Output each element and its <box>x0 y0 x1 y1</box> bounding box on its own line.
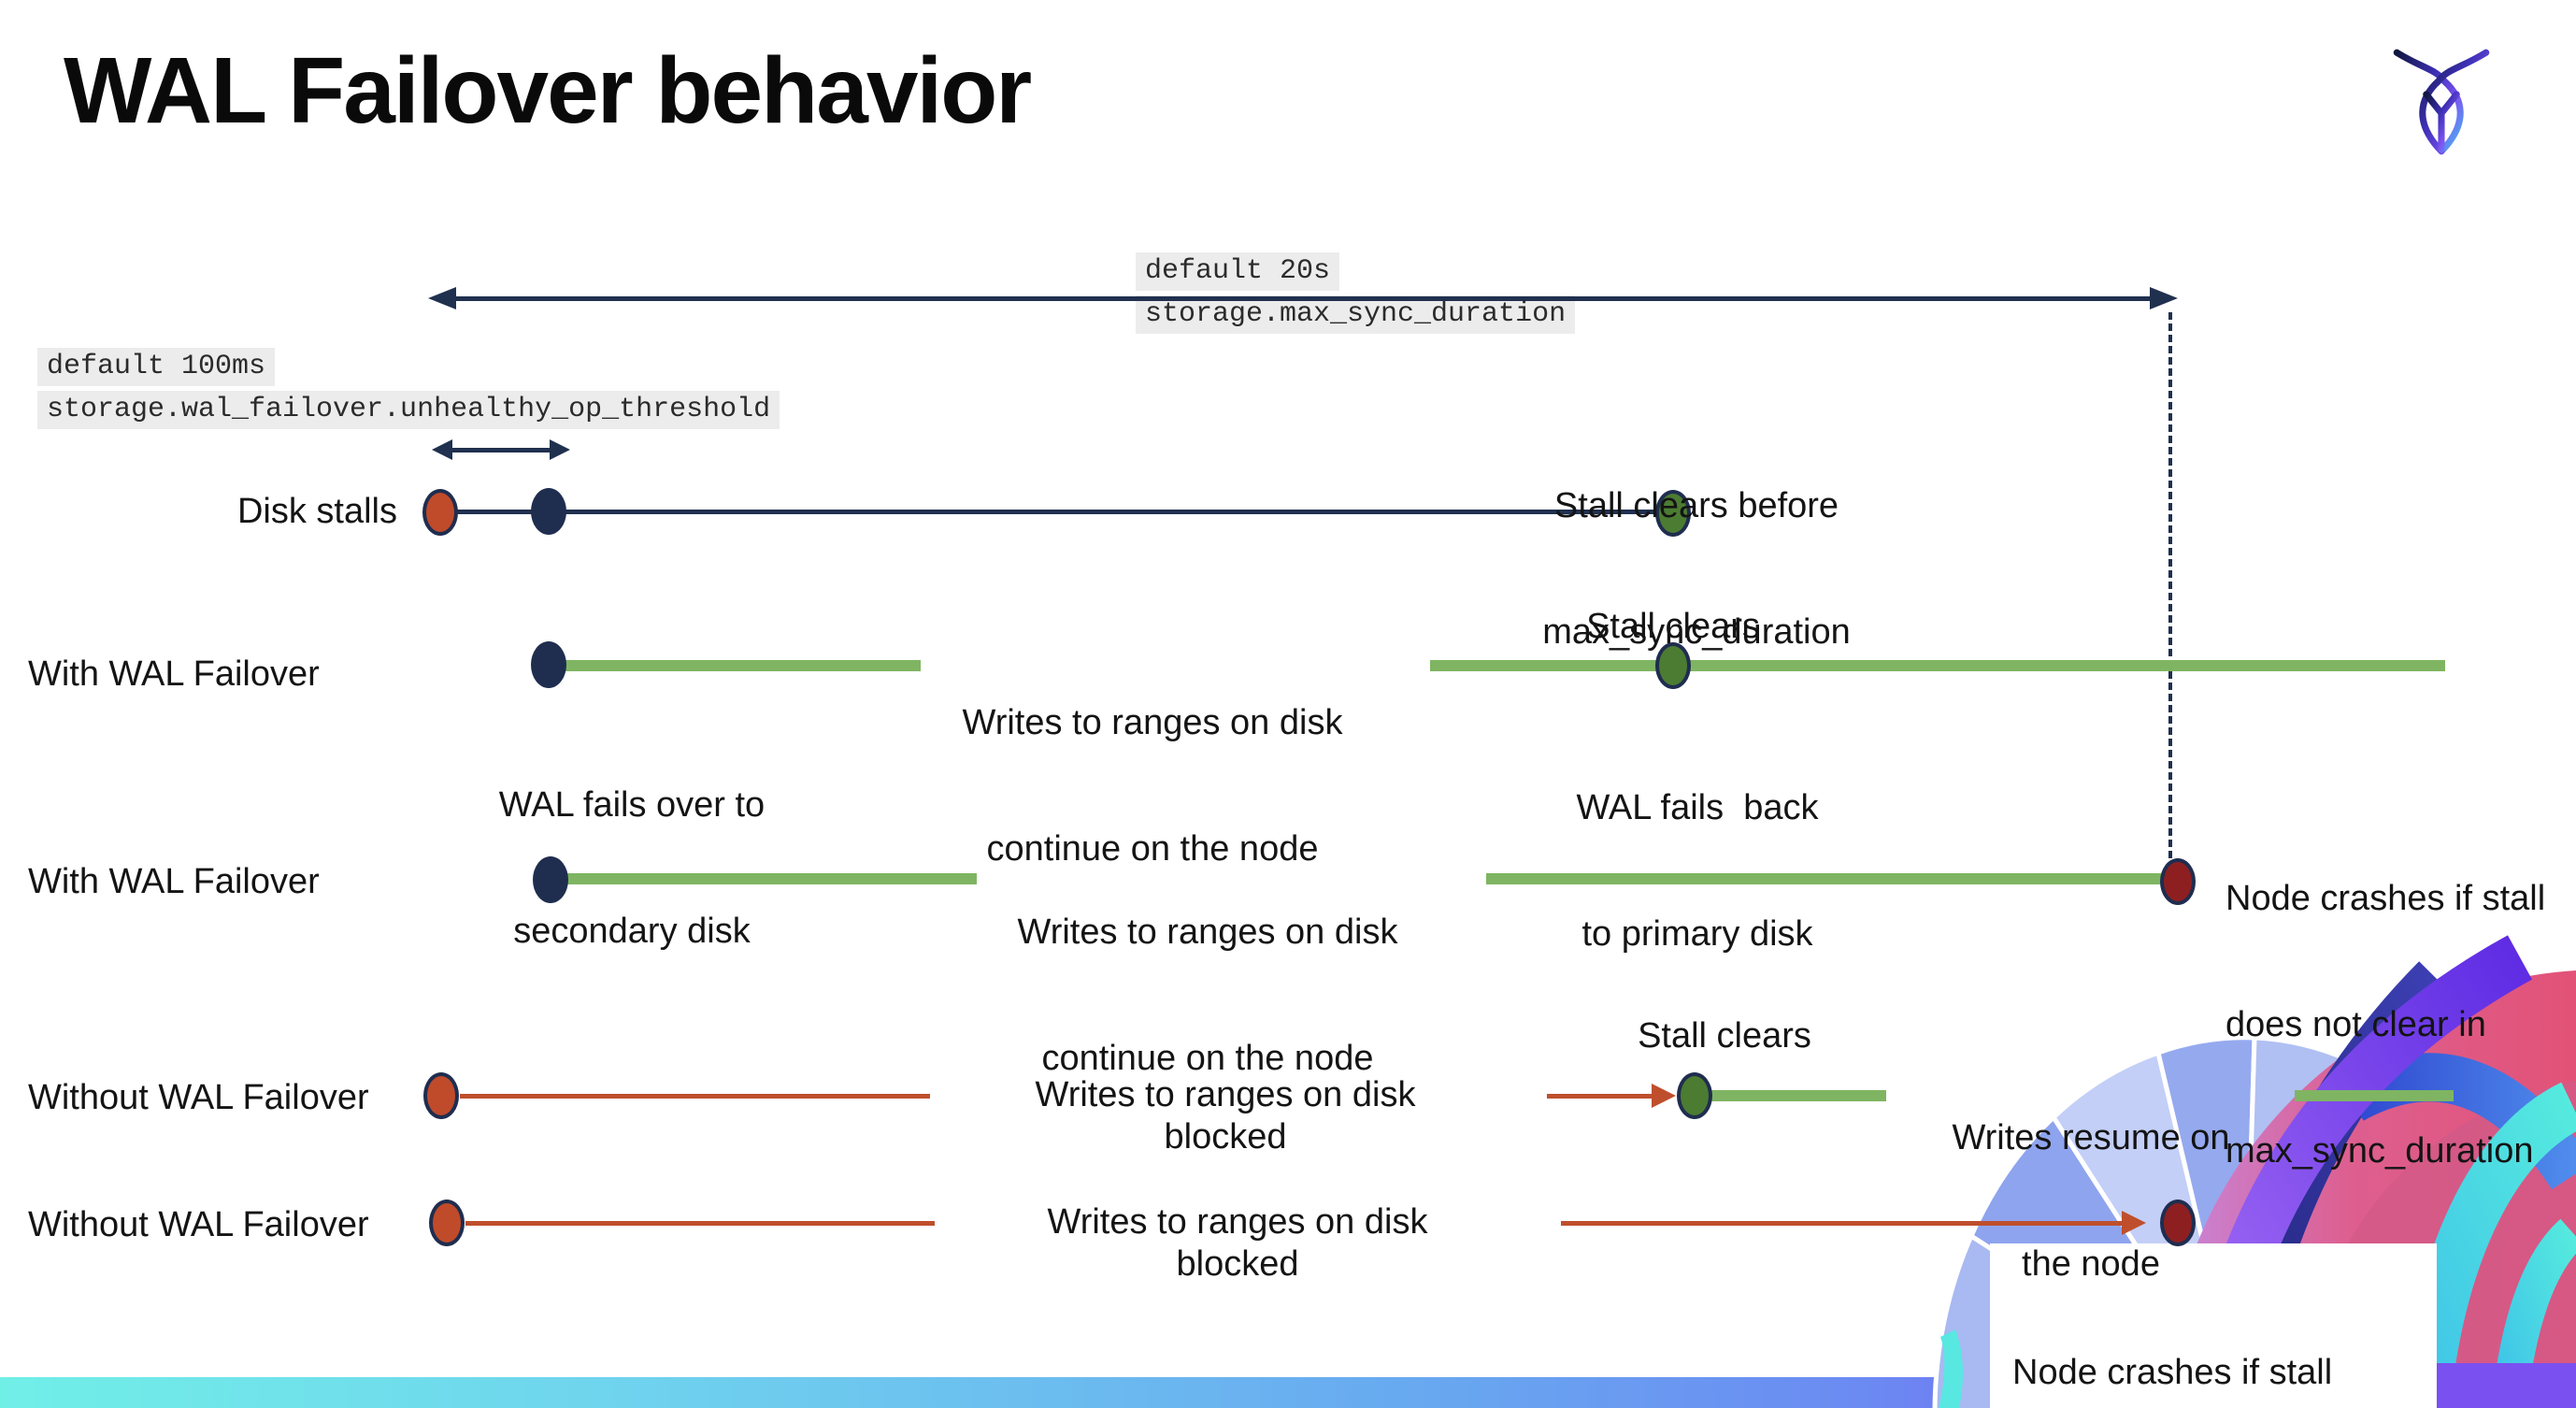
writes-blocked-label: Writes to ranges on disk blocked <box>1047 1202 1448 1284</box>
timeline-navy-line <box>456 510 1656 514</box>
timeline-green-line <box>1486 873 2161 884</box>
page-title: WAL Failover behavior <box>64 38 1032 143</box>
timeline-red-line <box>465 1221 935 1226</box>
stall-clears-before-label: Stall clears before max_sync_duration <box>1542 486 1851 652</box>
failover-dot <box>533 856 568 903</box>
timeline-red-line <box>1547 1094 1652 1099</box>
stall-clears-label: Stall clears <box>1586 607 1760 646</box>
max-sync-duration-arrow-line <box>452 296 2154 301</box>
unhealthy-op-threshold-arrow-line <box>451 448 550 453</box>
wal-fails-back-label: WAL fails back to primary disk <box>1576 788 1819 954</box>
node-crash-callout-box <box>1990 1243 2437 1408</box>
timeline-green-line <box>563 873 977 884</box>
threshold-dot <box>531 488 566 535</box>
writes-continue-label: Writes to ranges on disk continue on the… <box>1017 912 1398 1078</box>
row-label-disk-stalls: Disk stalls <box>236 492 397 531</box>
stall-clears-dot <box>1677 1072 1712 1119</box>
timeline-green-line <box>1430 660 1656 671</box>
arrow-left-head-icon <box>432 439 452 460</box>
stall-start-dot <box>422 489 458 536</box>
timeline-green-line <box>561 660 921 671</box>
row-label-without-wal-failover: Without WAL Failover <box>28 1205 369 1244</box>
wal-fails-over-label: WAL fails over to secondary disk <box>498 785 766 951</box>
timeline-green-line <box>2295 1090 2454 1101</box>
cockroachdb-logo-icon <box>2393 49 2490 155</box>
arrow-right-head-icon <box>2150 287 2178 309</box>
max-sync-deadline-dashed-line <box>2168 312 2172 858</box>
stall-clears-label: Stall clears <box>1638 1016 1811 1056</box>
stall-start-dot <box>429 1200 465 1246</box>
node-crash-dot <box>2160 858 2196 905</box>
timeline-red-line <box>460 1094 930 1099</box>
stall-clears-dot <box>1655 490 1691 537</box>
row-label-without-wal-failover: Without WAL Failover <box>28 1078 369 1117</box>
writes-blocked-label: Writes to ranges on disk blocked <box>1035 1075 1436 1157</box>
timeline-red-line <box>1561 1221 2122 1226</box>
red-arrow-head-icon <box>1652 1084 1676 1108</box>
unhealthy-op-setting-name: storage.wal_failover.unhealthy_op_thresh… <box>37 391 780 429</box>
unhealthy-op-threshold-annotation: default 100ms storage.wal_failover.unhea… <box>37 348 780 434</box>
arrow-right-head-icon <box>550 439 570 460</box>
max-sync-default-label: default 20s <box>1136 252 1340 291</box>
node-crash-dot <box>2160 1200 2196 1246</box>
stall-start-dot <box>423 1072 459 1119</box>
row-label-with-wal-failover: With WAL Failover <box>28 862 320 901</box>
writes-resume-label: Writes resume on the node <box>1952 1118 2230 1284</box>
failback-dot <box>1655 642 1691 689</box>
writes-continue-label: Writes to ranges on disk continue on the… <box>962 703 1343 869</box>
red-arrow-head-icon <box>2122 1211 2146 1235</box>
max-sync-setting-name: storage.max_sync_duration <box>1136 295 1576 334</box>
timeline-green-line <box>1690 660 2445 671</box>
arrow-left-head-icon <box>428 287 456 309</box>
node-crashes-label: Node crashes if stall does not clear in … <box>2225 879 2546 1171</box>
timeline-green-line <box>1710 1090 1886 1101</box>
max-sync-duration-annotation: default 20s storage.max_sync_duration <box>1136 252 1576 338</box>
node-crashes-label: Node crashes if stall does not clear in … <box>2012 1353 2333 1392</box>
unhealthy-op-default-label: default 100ms <box>37 348 276 386</box>
failover-dot <box>531 641 566 688</box>
row-label-with-wal-failover: With WAL Failover <box>28 654 320 694</box>
